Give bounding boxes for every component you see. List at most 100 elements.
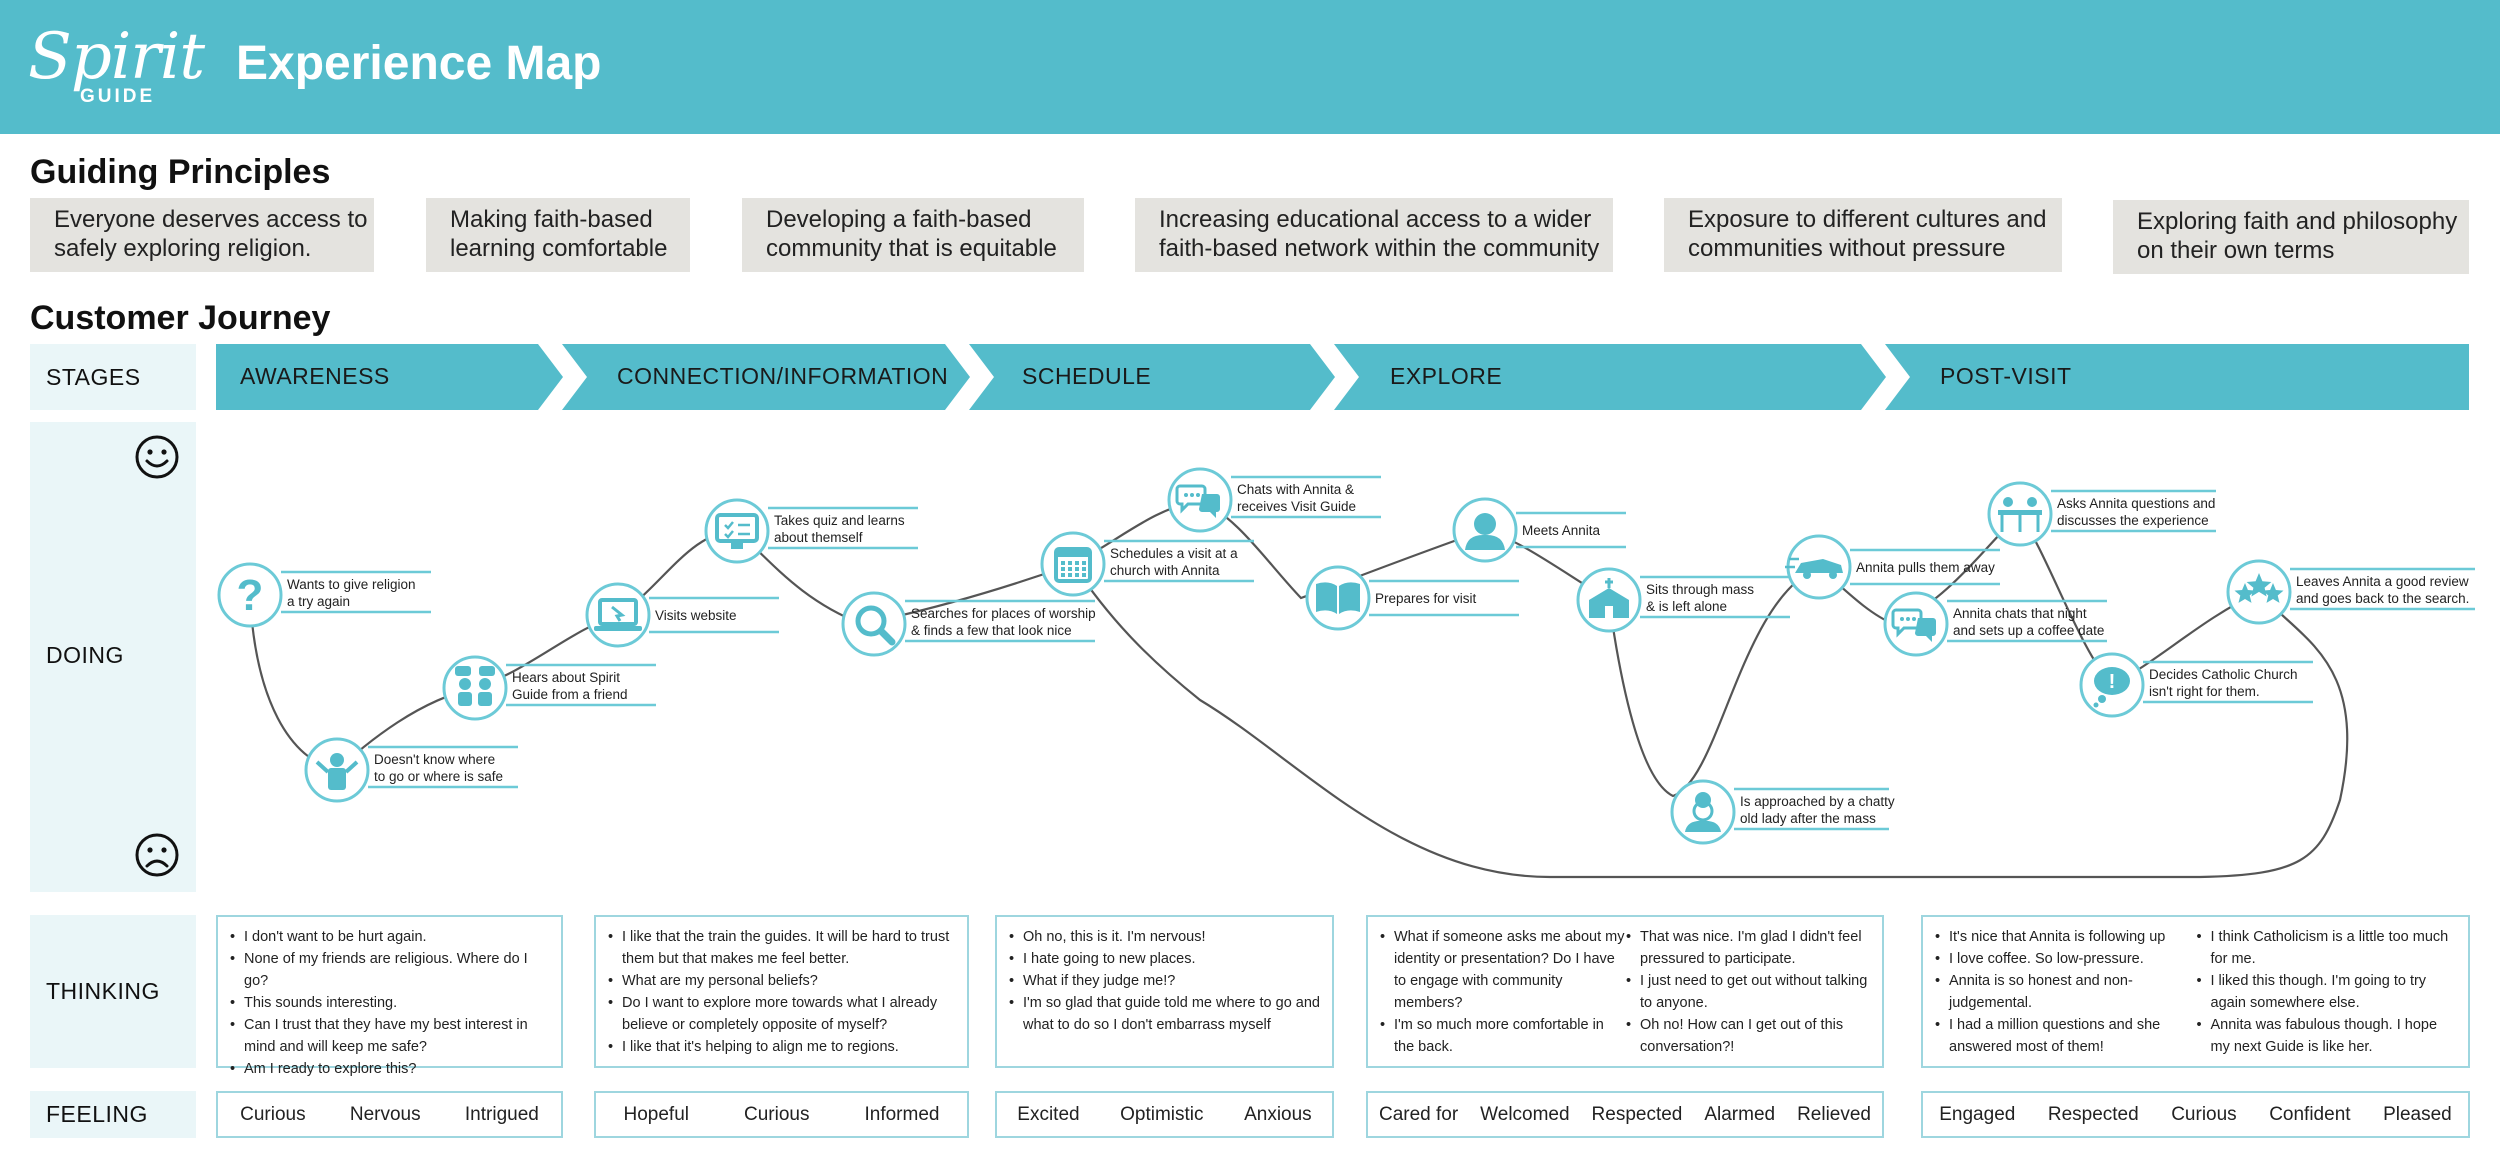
- church-icon: [1589, 578, 1629, 618]
- thinking-box: What if someone asks me about my identit…: [1366, 915, 1884, 1068]
- quiz-icon: [715, 513, 759, 549]
- journey-node: Is approached by a chatty old lady after …: [1670, 779, 1895, 845]
- logo-sub-text: GUIDE: [80, 86, 156, 107]
- journey-node: Meets Annita: [1452, 497, 1626, 563]
- thinking-item: Am I ready to explore this?: [230, 1058, 551, 1080]
- thinking-box: Oh no, this is it. I'm nervous!I hate go…: [995, 915, 1334, 1068]
- principle-line: Making faith-based: [450, 206, 653, 233]
- node-label: a try again: [287, 594, 350, 609]
- sad-face-icon: [135, 833, 179, 877]
- stage-arrow: [562, 344, 970, 410]
- stage-connection: CONNECTION/INFORMATION: [617, 363, 949, 389]
- node-circle: [1305, 565, 1371, 631]
- principle-line: on their own terms: [2137, 237, 2335, 264]
- thought-bubble-icon: !: [2093, 667, 2130, 708]
- thinking-column: I think Catholicism is a little too much…: [2197, 926, 2459, 1060]
- row-label-doing: DOING: [46, 641, 124, 668]
- journey-node: Sits through mass& is left alone: [1576, 567, 1790, 633]
- stage-post-visit: POST-VISIT: [1940, 363, 2072, 389]
- stage-explore: EXPLORE: [1390, 363, 1503, 389]
- page-title: Experience Map: [236, 37, 602, 90]
- node-label: Doesn't know where: [374, 752, 495, 767]
- node-label: discusses the experience: [2057, 513, 2209, 528]
- node-label: isn't right for them.: [2149, 684, 2260, 699]
- node-label: Asks Annita questions and: [2057, 496, 2215, 511]
- spirit-guide-logo: Spirit GUIDE: [28, 22, 205, 112]
- feeling-word: Excited: [1017, 1103, 1080, 1125]
- logo-script-text: Spirit: [28, 20, 205, 94]
- node-label: and sets up a coffee date: [1953, 623, 2104, 638]
- thinking-column: What if someone asks me about my identit…: [1380, 926, 1626, 1060]
- journey-node: Prepares for visit: [1305, 565, 1519, 631]
- thinking-box: It's nice that Annita is following upI l…: [1921, 915, 2470, 1068]
- stage-arrow: [216, 344, 563, 410]
- feeling-word: Curious: [744, 1103, 810, 1125]
- row-label-thinking: THINKING: [30, 915, 196, 1068]
- node-label: Hears about Spirit: [512, 670, 620, 685]
- node-label: old lady after the mass: [1740, 811, 1876, 826]
- principle-line: Exposure to different cultures and: [1688, 206, 2047, 233]
- thinking-item: None of my friends are religious. Where …: [230, 948, 551, 992]
- cafe-table-icon: [1998, 497, 2042, 532]
- thinking-item: I like that it's helping to align me to …: [608, 1036, 957, 1058]
- conversation-icon: [455, 666, 495, 706]
- principle-line: Developing a faith-based: [766, 206, 1032, 233]
- node-circle: [2226, 559, 2292, 625]
- thinking-item: I don't want to be hurt again.: [230, 926, 551, 948]
- thinking-item: Annita is so honest and non-judgemental.: [1935, 970, 2197, 1014]
- journey-curve: [248, 498, 2349, 879]
- thinking-item: What if someone asks me about my identit…: [1380, 926, 1626, 1014]
- feeling-word: Relieved: [1797, 1103, 1871, 1125]
- journey-node: Chats with Annita &receives Visit Guide: [1167, 467, 1381, 533]
- person-icon: [1465, 513, 1505, 550]
- thinking-column: I don't want to be hurt again.None of my…: [230, 926, 551, 1080]
- thinking-item: I love coffee. So low-pressure.: [1935, 948, 2197, 970]
- node-label: Searches for places of worship: [911, 606, 1096, 621]
- node-label: Is approached by a chatty: [1740, 794, 1895, 809]
- thinking-item: I hate going to new places.: [1009, 948, 1322, 970]
- node-label: Guide from a friend: [512, 687, 628, 702]
- node-label: Schedules a visit at a: [1110, 546, 1238, 561]
- thinking-column: Oh no, this is it. I'm nervous!I hate go…: [1009, 926, 1322, 1060]
- row-label-stages: STAGES: [30, 344, 196, 410]
- stage-arrow: [969, 344, 1335, 410]
- thinking-box: I don't want to be hurt again.None of my…: [216, 915, 563, 1080]
- node-circle: [442, 655, 508, 721]
- node-label: Visits website: [655, 608, 737, 623]
- node-label: & is left alone: [1646, 599, 1727, 614]
- principle-card: Exploring faith and philosophy on their …: [2113, 200, 2469, 274]
- stage-arrow: [1334, 344, 1886, 410]
- journey-node: Searches for places of worship& finds a …: [841, 591, 1096, 657]
- feeling-word: Cared for: [1378, 1103, 1459, 1125]
- magnifier-icon: [855, 605, 896, 646]
- confused-person-icon: [315, 753, 359, 790]
- feeling-word: Alarmed: [1704, 1103, 1776, 1125]
- journey-node: Visits website: [585, 582, 779, 648]
- principle-line: safely exploring religion.: [54, 235, 312, 262]
- car-icon: [1785, 557, 1843, 579]
- svg-text:?: ?: [237, 571, 264, 620]
- feeling-word: Optimistic: [1120, 1103, 1204, 1125]
- thinking-column: I like that the train the guides. It wil…: [608, 926, 957, 1060]
- feeling-word: Curious: [2171, 1103, 2237, 1125]
- doing-label-panel: [30, 422, 196, 892]
- stars-icon: [2234, 573, 2284, 603]
- node-circle: [1670, 779, 1736, 845]
- principle-card: Everyone deserves access to safely explo…: [30, 198, 374, 272]
- feeling-word: Respected: [2047, 1103, 2139, 1125]
- feeling-word: Nervous: [349, 1103, 421, 1125]
- principle-card: Making faith-based learning comfortable: [426, 198, 690, 272]
- feeling-word: Informed: [864, 1103, 940, 1125]
- node-circle: [841, 591, 907, 657]
